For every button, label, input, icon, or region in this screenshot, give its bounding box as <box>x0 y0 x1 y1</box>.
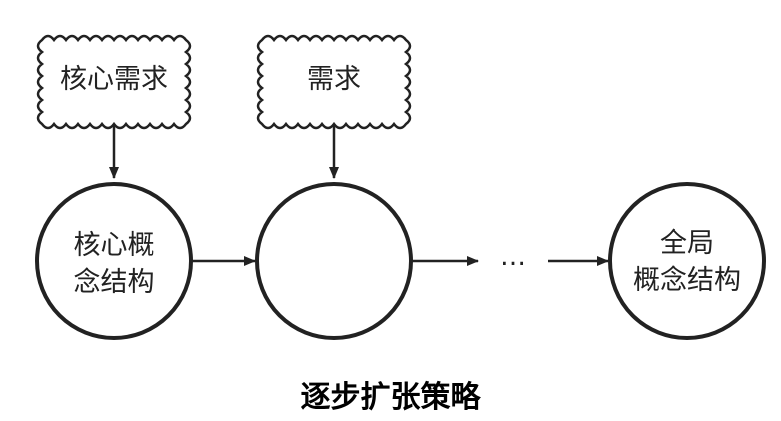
diagram-caption: 逐步扩张策略 <box>300 380 481 415</box>
node-label-line-1: 核心概 <box>74 230 155 261</box>
ellipsis: … <box>500 242 528 272</box>
cloud-shape <box>36 34 192 130</box>
requirement-label: 核心需求 <box>60 64 168 95</box>
node-circle <box>35 182 193 340</box>
requirement-cloud: 需求 <box>256 34 412 130</box>
requirement-label: 需求 <box>307 64 361 95</box>
node-intermediate <box>255 182 413 340</box>
node-circle <box>608 182 766 340</box>
node-circle <box>255 182 413 340</box>
node-core-concept-structure: 核心概 念结构 <box>35 182 193 340</box>
node-label-line-2: 念结构 <box>74 267 155 298</box>
node-label-line-2: 概念结构 <box>633 265 741 296</box>
requirement-cloud-core: 核心需求 <box>36 34 192 130</box>
node-label-line-1: 全局 <box>660 228 714 259</box>
cloud-shape <box>256 34 412 130</box>
node-global-concept-structure: 全局 概念结构 <box>608 182 766 340</box>
